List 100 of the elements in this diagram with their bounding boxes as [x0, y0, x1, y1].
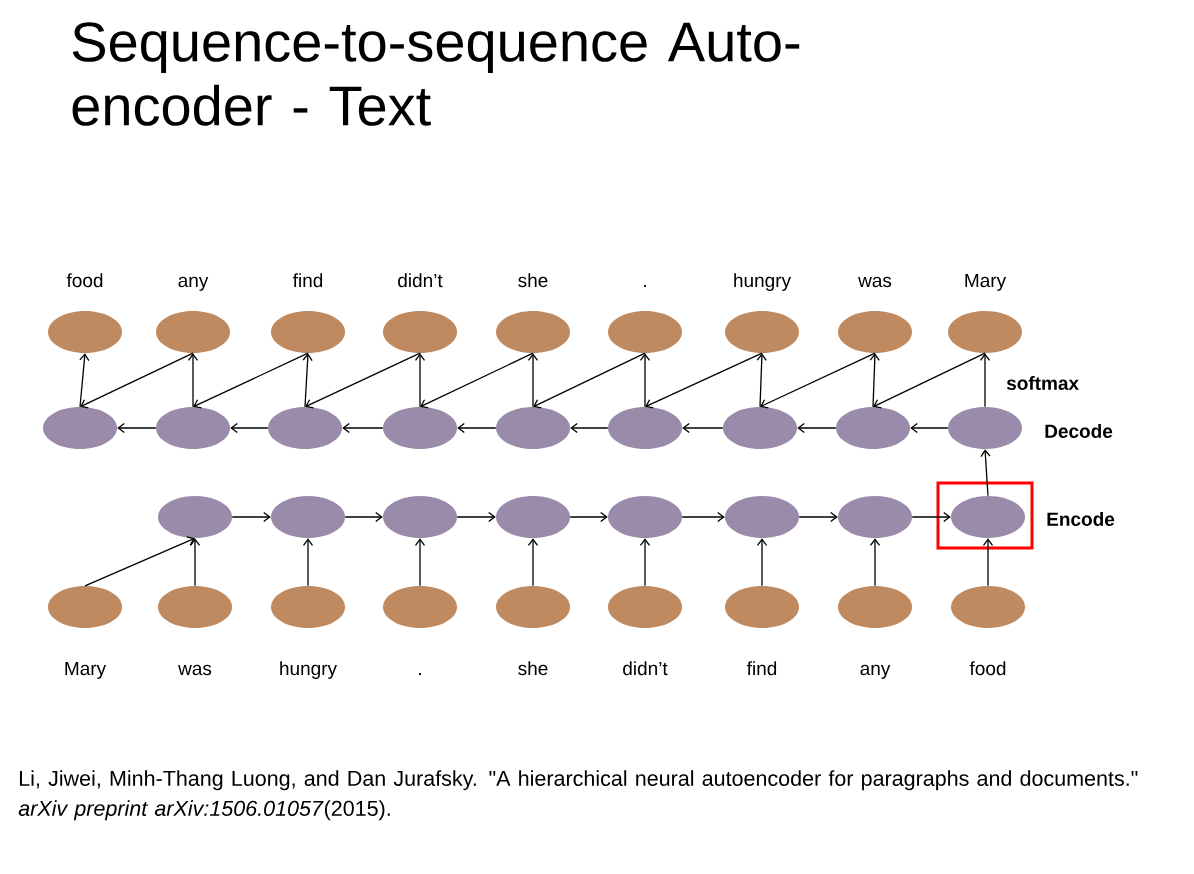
ellipse-node — [948, 311, 1022, 353]
ellipse-node — [951, 496, 1025, 538]
ellipse-node — [608, 311, 682, 353]
word-label: she — [518, 273, 548, 288]
arrow — [533, 352, 646, 409]
word-label: any — [178, 276, 209, 291]
slide-title: Sequence-to-sequence Auto-encoder - Text — [72, 22, 800, 126]
arrow — [982, 538, 994, 587]
arrow — [681, 511, 725, 523]
ellipse-node — [48, 311, 122, 353]
arrow — [230, 422, 269, 434]
word-label: didn’t — [398, 273, 443, 288]
row-label: softmax — [1006, 376, 1079, 390]
row-label: Decode — [1045, 424, 1113, 438]
word-label: food — [66, 273, 103, 288]
arrow — [910, 422, 949, 434]
arrow — [344, 511, 383, 523]
arrow — [189, 538, 201, 587]
arrow — [342, 422, 384, 434]
ellipse-node — [496, 311, 570, 353]
arrow — [79, 353, 90, 408]
ellipse-node — [838, 496, 912, 538]
arrow — [911, 511, 951, 523]
ellipse-node — [838, 311, 912, 353]
arrow — [569, 511, 608, 523]
ellipse-node — [158, 586, 232, 628]
arrow — [979, 353, 991, 408]
ellipse-node — [156, 407, 230, 449]
ellipse-node — [268, 407, 342, 449]
ellipse-node — [271, 311, 345, 353]
arrow — [302, 353, 313, 408]
arrow — [456, 511, 496, 523]
ellipse-node — [496, 407, 570, 449]
arrow — [231, 511, 271, 523]
ellipse-node — [836, 407, 910, 449]
arrow — [84, 536, 195, 587]
word-label: hungry — [280, 661, 337, 679]
arrow — [527, 538, 539, 587]
ellipse-node — [948, 407, 1022, 449]
arrow — [193, 352, 309, 409]
word-label: Mary — [65, 661, 107, 679]
ellipse-node — [48, 586, 122, 628]
arrow — [117, 422, 157, 434]
ellipse-node — [383, 407, 457, 449]
arrow — [80, 352, 194, 409]
ellipse-node — [156, 311, 230, 353]
citation-text: Li, Jiwei, Minh-Thang Luong, and Dan Jurafsky. "A hierarchical neural autoencoder for paragraphs and documents." arXiv preprint arXiv:1506.01057(2015). — [18, 770, 1138, 821]
word-label: any — [860, 664, 891, 679]
ellipse-node — [496, 496, 570, 538]
arrow — [527, 353, 539, 408]
ellipse-node — [158, 496, 232, 538]
arrow — [187, 353, 199, 408]
arrow — [869, 538, 881, 587]
arrow — [873, 352, 986, 409]
arrow — [798, 511, 838, 523]
arrow — [639, 538, 651, 587]
arrow — [756, 353, 767, 408]
ellipse-node — [496, 586, 570, 628]
ellipse-node — [271, 496, 345, 538]
arrow — [570, 422, 609, 434]
arrow — [760, 352, 876, 409]
word-label: find — [746, 661, 777, 676]
arrow — [869, 353, 880, 408]
ellipse-node — [725, 311, 799, 353]
ellipse-node — [608, 496, 682, 538]
word-label: was — [178, 664, 212, 676]
word-label: didn’t — [623, 661, 668, 676]
ellipse-node — [838, 586, 912, 628]
word-label: food — [969, 661, 1006, 676]
ellipse-node — [383, 311, 457, 353]
ellipse-node — [723, 407, 797, 449]
arrow — [682, 422, 724, 434]
ellipse-node — [725, 496, 799, 538]
word-label: . — [419, 672, 421, 675]
arrow — [980, 449, 991, 497]
ellipse-node — [951, 586, 1025, 628]
word-label: she — [518, 661, 548, 676]
ellipse-node — [383, 586, 457, 628]
arrow — [305, 352, 421, 409]
word-label: was — [858, 276, 892, 288]
word-label: find — [292, 273, 323, 288]
ellipse-node — [608, 586, 682, 628]
word-label: hungry — [734, 273, 791, 291]
ellipse-node — [725, 586, 799, 628]
arrow — [756, 538, 768, 587]
ellipse-node — [271, 586, 345, 628]
word-label: . — [644, 284, 646, 287]
arrow — [420, 352, 534, 409]
arrow — [645, 352, 763, 409]
ellipse-node — [383, 496, 457, 538]
ellipse-node — [43, 407, 117, 449]
ellipse-node — [608, 407, 682, 449]
arrow — [302, 538, 314, 587]
arrow — [797, 422, 837, 434]
arrow — [414, 353, 426, 408]
arrow — [457, 422, 497, 434]
word-label: Mary — [965, 273, 1007, 291]
row-label: Encode — [1047, 512, 1115, 526]
arrow — [414, 538, 426, 587]
arrow — [639, 353, 651, 408]
